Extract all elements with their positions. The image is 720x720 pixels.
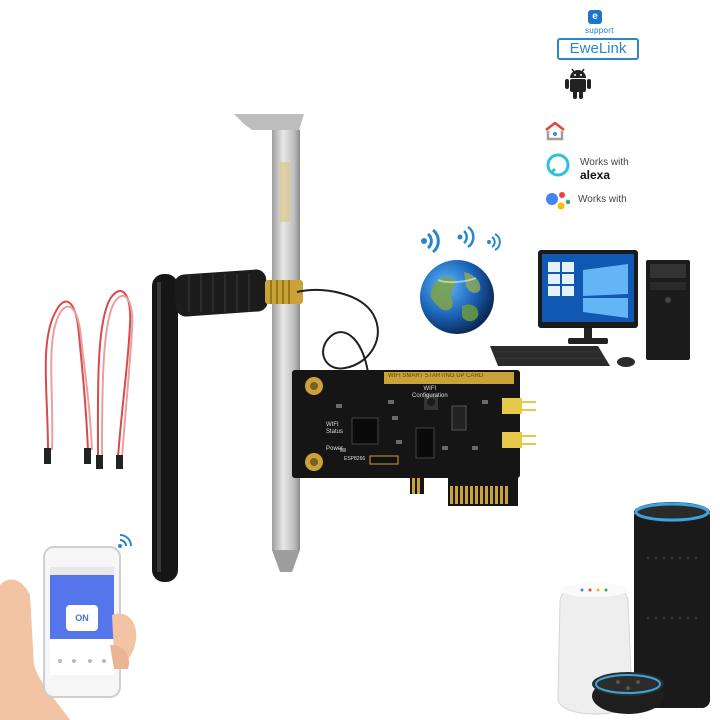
google-works-with: Works with [578,194,627,205]
pcie-bracket [234,114,304,572]
esupport-mark: e [588,10,602,24]
smart-speakers [557,502,710,715]
module-label: ESP8266 [344,456,366,462]
hand-with-phone [0,546,137,720]
wifi-status-label: WIFI Status [326,422,344,435]
desktop-computer-icon [490,250,690,367]
wifi-antenna [152,269,303,582]
wifi-icon [487,233,501,251]
alexa-works-with-text: Works with [580,157,629,168]
jumper-wires [44,290,134,469]
alexa-name: alexa [580,168,611,182]
wifi-icon [118,534,132,548]
esupport-logo: e support [585,8,625,38]
wifi-icon [421,228,440,254]
pcb-board [292,370,536,506]
alexa-works-with: Works with alexa [580,157,629,183]
google-assistant-icon [546,192,571,210]
pcie-card: WIFI SMART STARTING UP CARD WIFI Configu… [292,370,536,510]
globe-icon [420,260,494,334]
alexa-icon [546,153,570,177]
esupport-label: support [585,26,614,35]
wifi-icon [457,225,475,249]
power-label: Power [326,446,344,452]
wifi-configuration-label: WIFI Configuration [412,386,448,399]
google-home-icon [545,121,565,141]
card-label: WIFI SMART STARTING UP CARD [388,373,484,379]
ewelink-logo: EweLink [557,38,639,60]
android-icon [565,68,591,99]
phone-on-button: ON [75,613,89,623]
